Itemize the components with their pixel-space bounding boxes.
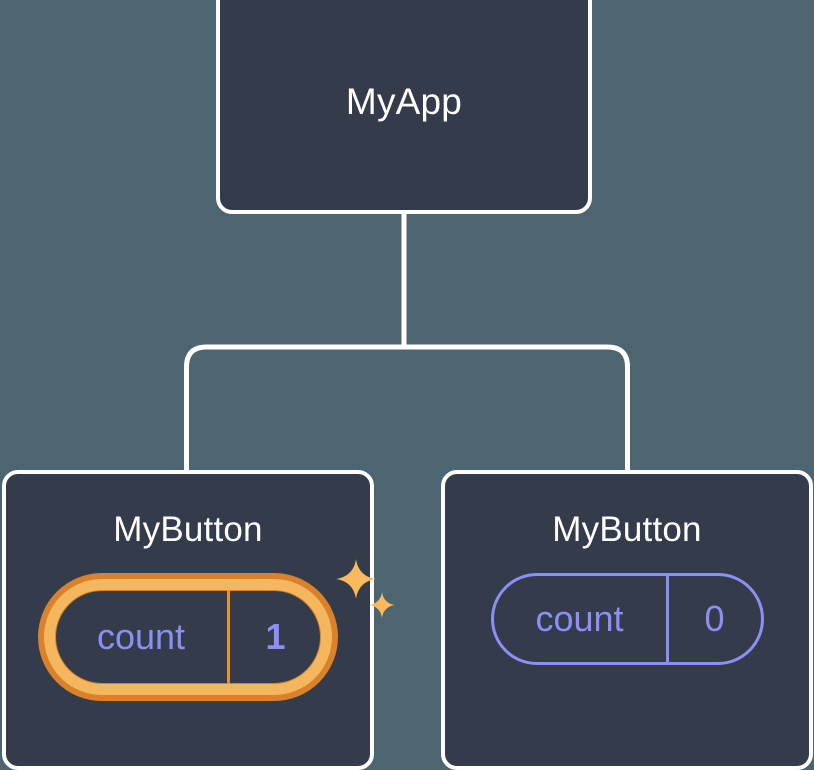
node-mybutton-left-label: MyButton	[113, 510, 263, 549]
state-key-label-right: count	[535, 598, 624, 639]
node-mybutton-right-label: MyButton	[552, 510, 702, 549]
node-myapp-label: MyApp	[345, 80, 463, 122]
pill-halo-inner	[44, 579, 332, 695]
state-key-label-left: count	[96, 616, 186, 657]
sparkle-icon	[369, 592, 395, 618]
pill-content: count 1	[55, 590, 321, 684]
state-pill-count-highlighted[interactable]: count 1	[38, 559, 395, 701]
state-value-left: 1	[227, 590, 321, 684]
node-mybutton-left[interactable]: MyButton count 1	[2, 470, 395, 770]
node-mybutton-right[interactable]: MyButton count 0	[441, 470, 813, 770]
sparkle-icon	[336, 559, 376, 599]
state-pill-wrap-left: count 1	[6, 559, 395, 701]
node-myapp[interactable]: MyApp	[216, 0, 592, 214]
state-pill-wrap-right: count 0	[445, 573, 809, 665]
state-value-right: 0	[665, 576, 761, 662]
state-pill-count[interactable]: count 0	[490, 573, 764, 665]
